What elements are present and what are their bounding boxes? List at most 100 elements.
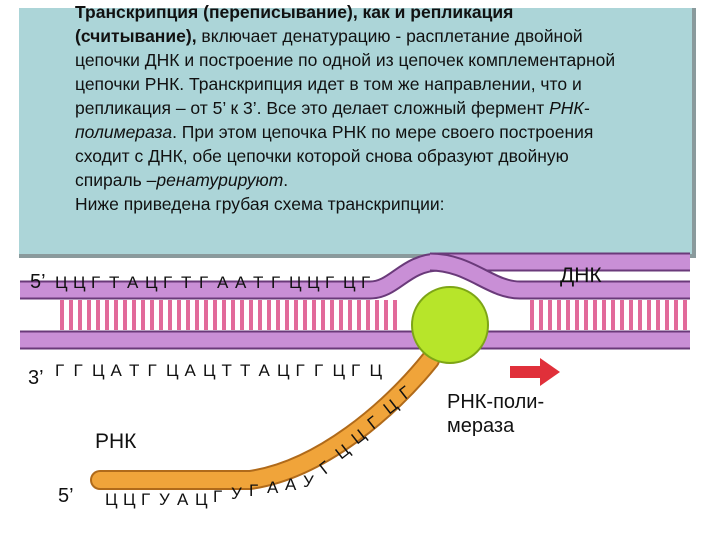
top-strand-letter: Г (361, 273, 370, 292)
top-strand-letter: Ц (145, 273, 158, 292)
base-pair-tick (222, 300, 226, 330)
base-pair-tick (204, 300, 208, 330)
base-pair-tick (276, 300, 280, 330)
para-line-4: цепочки РНК. Транскрипция идет в том же … (75, 74, 582, 94)
base-pair-tick (240, 300, 244, 330)
bottom-strand-letter: Г (74, 361, 83, 380)
base-pair-tick (78, 300, 82, 330)
base-pair-tick (141, 300, 145, 330)
top-strand-letter: Ц (343, 273, 356, 292)
top-strand-letter: Ц (307, 273, 320, 292)
bottom-strand-letter: Ц (333, 361, 346, 380)
bottom-strand-letter: Г (296, 361, 305, 380)
description-paragraph: Транскрипция (переписывание), как и репл… (75, 0, 695, 216)
base-pair-tick (87, 300, 91, 330)
base-pair-tick (96, 300, 100, 330)
para-line-6-italic: полимераза (75, 122, 173, 142)
rna-letter: А (177, 490, 189, 509)
rna-letter: Г (213, 487, 222, 506)
base-pair-tick (683, 300, 687, 330)
base-pair-tick (258, 300, 262, 330)
base-pairs (60, 300, 687, 330)
para-line-2: включает денатурацию - расплетание двойн… (196, 26, 583, 46)
base-pair-tick (366, 300, 370, 330)
base-pair-tick (294, 300, 298, 330)
top-strand-letter: А (235, 273, 247, 292)
label-3-mid: 3’ (28, 367, 44, 389)
base-pair-tick (231, 300, 235, 330)
base-pair-tick (602, 300, 606, 330)
base-pair-tick (312, 300, 316, 330)
para-line-1-bold: Транскрипция (переписывание), как и репл… (75, 2, 514, 22)
direction-arrow-icon (510, 358, 560, 386)
bottom-strand-letter: А (111, 361, 123, 380)
label-5-top: 5’ (30, 271, 46, 293)
bottom-strand-letter: Г (148, 361, 157, 380)
base-pair-tick (159, 300, 163, 330)
base-pair-tick (267, 300, 271, 330)
base-pair-tick (105, 300, 109, 330)
bottom-strand-letter: Ц (92, 361, 105, 380)
bottom-strand-letter: Ц (203, 361, 216, 380)
base-pair-tick (168, 300, 172, 330)
label-polymerase-2: мераза (447, 415, 515, 437)
base-pair-tick (132, 300, 136, 330)
rna-letter: Г (316, 458, 335, 479)
para-line-7: сходит с ДНК, обе цепочки которой снова … (75, 146, 569, 166)
bottom-strand-letter: Т (129, 361, 139, 380)
base-pair-tick (674, 300, 678, 330)
bottom-strand-letter: Т (222, 361, 232, 380)
bottom-strand-letter: А (259, 361, 271, 380)
rna-letter: Ц (105, 490, 118, 509)
top-strand-letter: Г (325, 273, 334, 292)
rna-letter: Г (141, 490, 150, 509)
label-rna: РНК (95, 430, 137, 453)
rna-letter: Ц (195, 490, 208, 509)
para-line-2-bold: (считывание), (75, 26, 197, 46)
base-pair-tick (530, 300, 534, 330)
top-strand-letter: Т (181, 273, 191, 292)
base-pair-tick (384, 300, 388, 330)
top-strand-letter: Ц (289, 273, 302, 292)
base-pair-tick (69, 300, 73, 330)
base-pair-tick (303, 300, 307, 330)
rna-letter: У (303, 472, 314, 491)
para-line-5-italic: РНК- (549, 98, 590, 118)
base-pair-tick (357, 300, 361, 330)
base-pair-tick (249, 300, 253, 330)
rna-strand-fill (92, 352, 438, 488)
base-pair-tick (539, 300, 543, 330)
top-strand-letter: Ц (55, 273, 68, 292)
para-line-8-italic: ренатурируют (156, 170, 284, 190)
base-pair-tick (123, 300, 127, 330)
rna-letter: А (267, 478, 279, 497)
base-pair-tick (611, 300, 615, 330)
top-strand-letter: Г (91, 273, 100, 292)
base-pair-tick (339, 300, 343, 330)
base-pair-tick (285, 300, 289, 330)
bottom-strand-letter: Ц (166, 361, 179, 380)
top-strand-letter: Ц (73, 273, 86, 292)
label-dna: ДНК (560, 264, 602, 287)
bottom-strand-letter: А (185, 361, 197, 380)
base-pair-tick (620, 300, 624, 330)
para-line-3: цепочки ДНК и построение по одной из цеп… (75, 50, 616, 70)
base-pair-tick (593, 300, 597, 330)
base-pair-tick (150, 300, 154, 330)
base-pair-tick (114, 300, 118, 330)
base-pair-tick (213, 300, 217, 330)
top-strand-letter: А (127, 273, 139, 292)
dna-top-strand-right-fill (429, 254, 690, 298)
base-pair-tick (60, 300, 64, 330)
rna-polymerase (411, 286, 489, 364)
rna-letter: Г (249, 481, 258, 500)
bottom-strand-letter: Г (351, 361, 360, 380)
text-box: Транскрипция (переписывание), как и репл… (19, 2, 696, 258)
para-line-9: Ниже приведена грубая схема транскрипции… (75, 194, 445, 214)
top-strand-letter: Т (109, 273, 119, 292)
base-pair-tick (665, 300, 669, 330)
